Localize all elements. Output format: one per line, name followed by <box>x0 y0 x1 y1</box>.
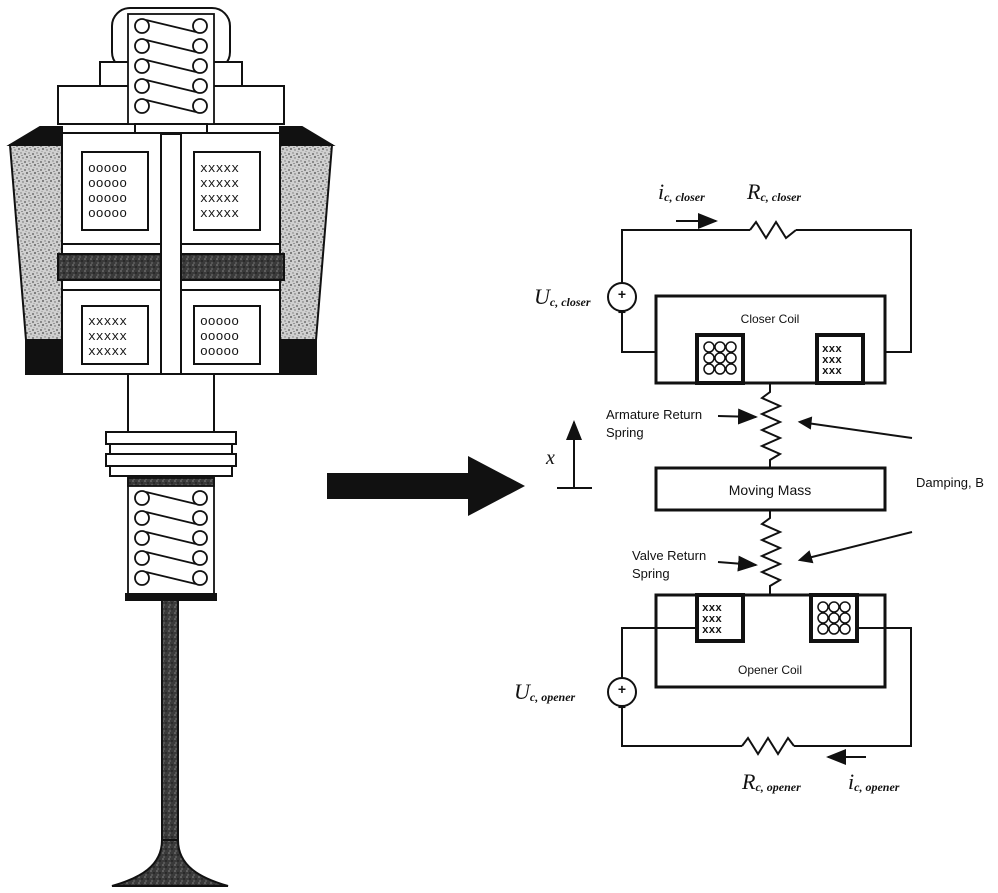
damping-line-lower <box>799 531 913 561</box>
opener-voltage-label: Uc, opener <box>514 679 576 704</box>
closer-minus-sign: − <box>618 304 626 320</box>
opener-coil-cross-window <box>695 593 745 643</box>
opener-wire-right <box>794 627 912 747</box>
opener-current-sub: c, opener <box>854 780 900 794</box>
closer-current-sub: c, closer <box>664 190 705 204</box>
armature-return-spring <box>759 383 783 468</box>
opener-cross-mark-3: xxx <box>702 625 722 637</box>
closer-dot-winding <box>703 341 737 375</box>
opener-voltage-source <box>607 677 637 707</box>
damping-label: Damping, B <box>916 475 984 490</box>
right-bottom-pole <box>279 339 317 375</box>
closer-current-main: i <box>658 179 664 204</box>
ring-2 <box>109 443 233 455</box>
top-spring <box>127 13 215 125</box>
closer-plus-sign: + <box>618 286 626 302</box>
coil-mark-lr-2: ooooo <box>200 329 239 344</box>
opener-wire-left <box>621 627 697 678</box>
moving-mass-block <box>654 466 887 512</box>
closer-voltage-label: Uc, closer <box>534 284 591 309</box>
armature-spring-label-2: Spring <box>606 425 644 440</box>
closer-wire-right <box>796 229 912 353</box>
lower-spring <box>127 477 215 597</box>
upper-left-coil <box>81 151 149 231</box>
coil-mark-ur-1: xxxxx <box>200 161 239 176</box>
opener-cross-mark-2: xxx <box>702 614 722 626</box>
closer-cross-mark-2: xxx <box>822 355 842 367</box>
left-outer-core <box>8 131 63 341</box>
opener-voltage-main: U <box>514 679 532 704</box>
coil-mark-ul-2: ooooo <box>88 176 127 191</box>
opener-cross-mark-1: xxx <box>702 603 722 615</box>
closer-resistor <box>749 220 797 240</box>
coil-mark-ul-4: ooooo <box>88 206 127 221</box>
closer-resistance-sub: c, closer <box>760 190 801 204</box>
opener-voltage-sub: c, opener <box>530 690 576 704</box>
left-bottom-pole <box>25 339 63 375</box>
valve-return-spring <box>759 510 783 595</box>
moving-mass-label: Moving Mass <box>729 482 811 498</box>
valve-head <box>111 839 229 887</box>
valve-spring-label-2: Spring <box>632 566 670 581</box>
opener-resistor <box>741 736 795 756</box>
armature-spring-pointer <box>717 408 758 425</box>
left-top-pole <box>6 126 63 146</box>
opener-plus-sign: + <box>618 681 626 697</box>
opener-resistance-sub: c, opener <box>755 780 801 794</box>
coil-mark-ul-1: ooooo <box>88 161 127 176</box>
ring-4 <box>109 465 233 477</box>
closer-cross-mark-3: xxx <box>822 366 842 378</box>
closer-voltage-sub: c, closer <box>550 295 591 309</box>
ring-1 <box>105 431 237 445</box>
coil-mark-ul-3: ooooo <box>88 191 127 206</box>
coil-mark-ur-4: xxxxx <box>200 206 239 221</box>
closer-coil-cross-window <box>815 333 865 385</box>
damping-line-upper <box>799 421 913 439</box>
damping-arrow-lower <box>797 550 814 564</box>
lower-left-coil <box>81 305 149 365</box>
coil-mark-ur-3: xxxxx <box>200 191 239 206</box>
closer-coil-label: Closer Coil <box>741 312 800 326</box>
coil-mark-ll-3: xxxxx <box>88 344 127 359</box>
right-top-pole <box>279 126 336 146</box>
armature-spring-label-1: Armature Return <box>606 407 702 422</box>
right-outer-core <box>279 131 334 341</box>
closer-cross-mark-1: xxx <box>822 344 842 356</box>
ring-3 <box>105 453 237 467</box>
closer-resistance-label: Rc, closer <box>746 179 801 204</box>
lower-housing <box>127 373 215 433</box>
opener-resistance-label: Rc, opener <box>741 769 801 794</box>
valve-spring-pointer <box>717 555 758 572</box>
coil-mark-ll-1: xxxxx <box>88 314 127 329</box>
opener-resistance-main: R <box>741 769 756 794</box>
opener-current-main: i <box>848 769 854 794</box>
x-axis-label: x <box>545 447 555 469</box>
coil-mark-lr-1: ooooo <box>200 314 239 329</box>
actuator-cross-section <box>6 7 336 887</box>
lower-right-coil <box>193 305 261 365</box>
opener-wire-bottom-left <box>621 706 742 747</box>
damping-arrow-upper <box>797 416 813 430</box>
closer-current-label: ic, closer <box>658 179 705 204</box>
closer-wire-top-left <box>621 229 750 283</box>
upper-right-coil <box>193 151 261 231</box>
coil-mark-ll-2: xxxxx <box>88 329 127 344</box>
schematic <box>557 213 913 765</box>
opener-coil-label: Opener Coil <box>738 663 802 677</box>
opener-current-label: ic, opener <box>848 769 900 794</box>
closer-voltage-main: U <box>534 284 552 309</box>
opener-dot-winding <box>817 601 851 635</box>
valve-spring-label-1: Valve Return <box>632 548 706 563</box>
opener-minus-sign: − <box>618 699 626 715</box>
coil-mark-lr-3: ooooo <box>200 344 239 359</box>
transform-arrow <box>327 456 525 516</box>
closer-resistance-main: R <box>746 179 761 204</box>
valve-stem-lower <box>161 599 179 849</box>
coil-mark-ur-2: xxxxx <box>200 176 239 191</box>
closer-voltage-source <box>607 282 637 312</box>
